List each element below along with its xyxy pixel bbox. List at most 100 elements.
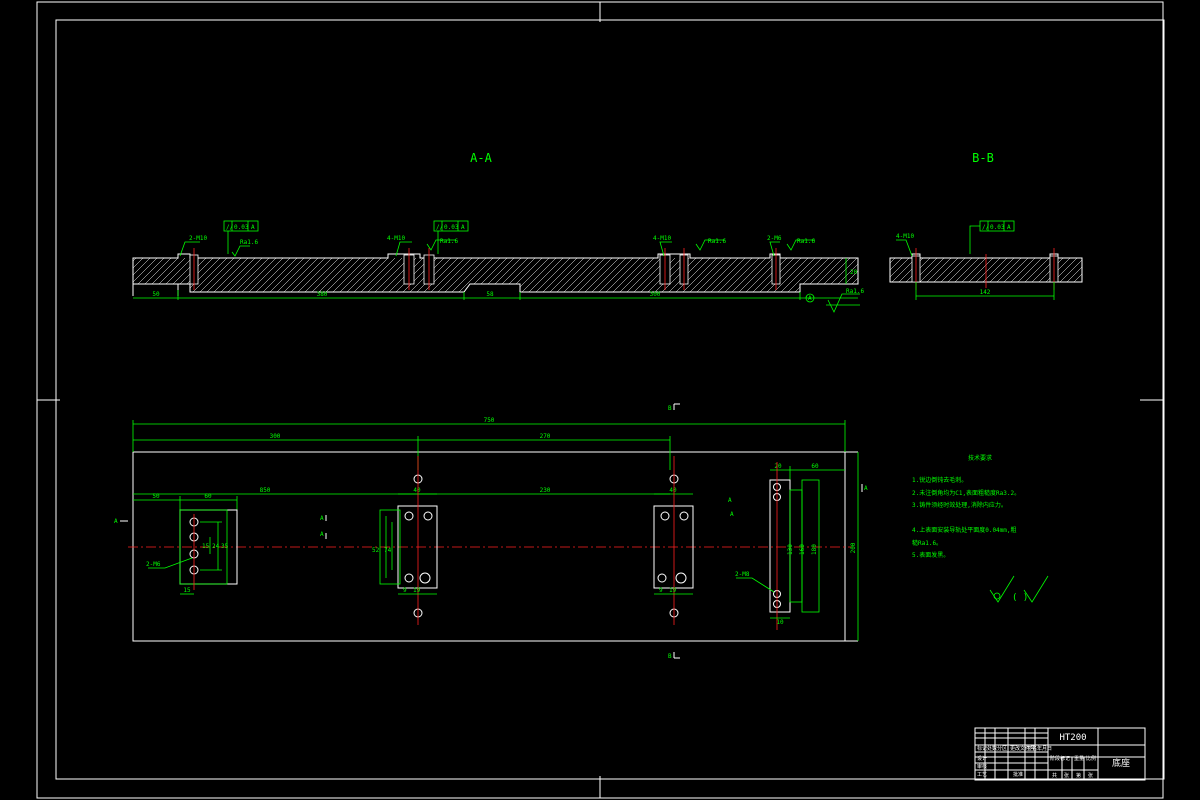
section-bb-label: B-B [972, 151, 994, 165]
svg-text:Ra1.6: Ra1.6 [240, 239, 258, 246]
svg-text:Ra1.6: Ra1.6 [846, 288, 864, 295]
svg-text:A: A [320, 515, 324, 522]
svg-text:共: 共 [1052, 772, 1057, 779]
plan-view: 750 300 270 50 60 850 40 230 40 20 60 20 [114, 403, 868, 660]
svg-text:A: A [730, 511, 734, 518]
dim-overall-750: 750 [484, 417, 495, 424]
svg-text:9: 9 [659, 587, 663, 594]
tech-req-item-2: 2.未注倒角均为C1,表面粗糙度Ra3.2。 [912, 489, 1020, 497]
title-block: HT200 底座 标记 处数 分区 更改文件号 签名 年月日 设计 审核 工艺 … [974, 727, 1146, 781]
dim-300: 300 [270, 433, 281, 440]
section-markers: A A A A A A B B [114, 403, 868, 660]
section-bb-hatch [890, 258, 1082, 282]
technical-requirements: 技术要求 1.锐边倒钝去毛刺。 2.未注倒角均为C1,表面粗糙度Ra3.2。 3… [912, 454, 1049, 603]
svg-text:52: 52 [372, 547, 380, 554]
tech-req-item-3: 3.铸件须经时效处理,消除内应力。 [912, 501, 1007, 509]
svg-text:( ): ( ) [1012, 593, 1028, 603]
svg-text:A: A [251, 224, 255, 231]
svg-text:180: 180 [811, 544, 818, 555]
section-aa-outline [132, 253, 859, 293]
tolerance-frame-2: // 0.03 A [433, 220, 469, 254]
dim-width-200: 200 [850, 542, 857, 553]
svg-text:工艺: 工艺 [977, 772, 987, 778]
svg-text:130: 130 [787, 544, 794, 555]
svg-text:签名: 签名 [1027, 745, 1037, 752]
section-aa-view: A-A [132, 151, 864, 313]
svg-text:2-M6: 2-M6 [146, 561, 161, 568]
svg-text:850: 850 [260, 487, 271, 494]
svg-text:35: 35 [221, 543, 229, 550]
svg-text:19: 19 [669, 587, 677, 594]
svg-text:张: 张 [1088, 772, 1093, 779]
svg-text:比例: 比例 [1086, 755, 1096, 762]
svg-text:0.03: 0.03 [444, 224, 459, 231]
tech-req-item-1: 1.锐边倒钝去毛刺。 [912, 476, 967, 484]
roughness-symbol-bottom [827, 293, 860, 313]
plan-outline [132, 451, 846, 642]
dim-270: 270 [540, 433, 551, 440]
svg-text:张: 张 [1064, 772, 1069, 779]
svg-text:B: B [668, 653, 672, 660]
svg-text:A: A [864, 485, 868, 492]
svg-text:230: 230 [540, 487, 551, 494]
dim-aa-58: 58 [486, 291, 494, 298]
svg-text://: // [226, 224, 234, 231]
roughness-symbol-3: Ra1.6 [695, 238, 726, 251]
dim-aa-50: 50 [152, 291, 160, 298]
svg-text:A: A [808, 295, 812, 302]
svg-text:A: A [728, 497, 732, 504]
svg-text:60: 60 [204, 493, 212, 500]
hole-note-3: 4-M10 [653, 235, 671, 242]
svg-text:阶段标记: 阶段标记 [1050, 755, 1070, 762]
svg-text:分区: 分区 [997, 745, 1007, 752]
section-aa-dimensions: 50 380 58 300 20 A Ra1.6 [133, 258, 864, 313]
svg-text:19: 19 [413, 587, 421, 594]
drawing-name: 底座 [1112, 757, 1130, 769]
tech-req-item-5: 5.表面发黑。 [912, 551, 949, 559]
section-bb-view: B-B 4-M10 // 0.03 A 142 [889, 151, 1083, 300]
svg-text:50: 50 [152, 493, 160, 500]
svg-text:40: 40 [413, 487, 421, 494]
svg-text:24: 24 [212, 543, 220, 550]
svg-text:年月日: 年月日 [1037, 745, 1052, 752]
roughness-legend-icon: ( ) [989, 575, 1049, 603]
right-block: 130 160 180 10 2-M8 [735, 462, 820, 630]
svg-text:Ra1.6: Ra1.6 [708, 238, 726, 245]
svg-text:批准: 批准 [1013, 771, 1023, 778]
svg-text:第: 第 [1076, 772, 1081, 779]
svg-text:160: 160 [799, 544, 806, 555]
roughness-symbol-2: Ra1.6 [426, 238, 458, 251]
svg-text:20: 20 [774, 463, 782, 470]
left-block: 15 24 35 15 2-M6 [146, 509, 238, 595]
svg-text:15: 15 [202, 543, 210, 550]
tech-req-item-4b: 糙Ra1.6。 [912, 539, 942, 547]
svg-text:9: 9 [403, 587, 407, 594]
tolerance-frame-1: // 0.03 A [223, 220, 259, 254]
svg-text:设计: 设计 [977, 755, 987, 762]
section-aa-label: A-A [470, 151, 492, 165]
hole-note-1: 2-M10 [189, 235, 207, 242]
datum-circle [805, 293, 815, 303]
sheet-frame [36, 1, 1165, 799]
svg-text://: // [436, 224, 444, 231]
svg-text://: // [982, 224, 990, 231]
svg-text:B: B [668, 405, 672, 412]
svg-text:A: A [114, 518, 118, 525]
svg-text:更改文件号: 更改文件号 [1010, 745, 1035, 752]
svg-text:A: A [461, 224, 465, 231]
title-block-grid [975, 728, 1145, 780]
svg-text:2-M8: 2-M8 [735, 571, 750, 578]
bb-tolerance-frame: // 0.03 A [969, 220, 1015, 254]
hole-note-4: 2-M6 [767, 235, 782, 242]
dim-aa-thickness: 20 [850, 269, 858, 276]
svg-text:10: 10 [776, 619, 784, 626]
svg-text:处数: 处数 [987, 745, 997, 752]
middle-block-2: 9 19 [653, 456, 694, 625]
svg-text:74: 74 [384, 547, 392, 554]
svg-text:60: 60 [811, 463, 819, 470]
svg-text:重量: 重量 [1074, 755, 1084, 762]
section-aa-callouts: 2-M10 4-M10 4-M10 2-M6 // 0.03 A // [179, 220, 815, 257]
svg-text:A: A [1007, 224, 1011, 231]
hole-note-2: 4-M10 [387, 235, 405, 242]
